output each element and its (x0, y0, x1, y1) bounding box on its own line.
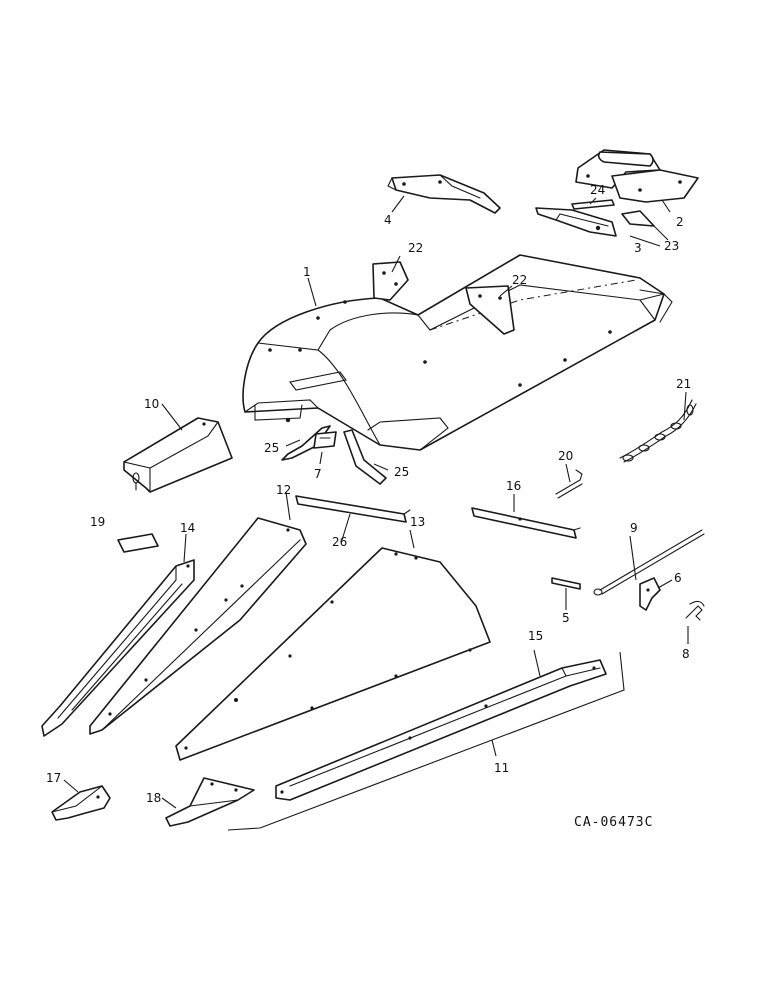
callout-24: 24 (590, 183, 605, 197)
part-7-plate (313, 431, 337, 449)
part-16-bar (471, 507, 581, 539)
part-15-long-channel (275, 659, 607, 801)
part-4-bracket (387, 174, 501, 214)
part-22-gusset-right (465, 285, 515, 335)
part-25-leg-right (343, 429, 387, 485)
callout-13: 13 (410, 515, 425, 529)
callout-5: 5 (562, 611, 570, 625)
part-22-gusset-left (372, 261, 409, 301)
part-13-panel (175, 547, 491, 761)
callout-2: 2 (676, 215, 684, 229)
part-26-bar (295, 495, 411, 523)
part-9-rod (593, 529, 705, 596)
callout-9: 9 (630, 521, 638, 535)
callout-12: 12 (276, 483, 291, 497)
part-6-small-bracket (639, 577, 661, 611)
part-10-support-bracket (123, 417, 233, 493)
callout-25-right: 25 (394, 465, 409, 479)
part-20-hook (555, 469, 583, 499)
part-23-clip (621, 210, 655, 227)
part-19-pad (117, 533, 159, 553)
part-14-channel (41, 559, 195, 737)
part-5-pin (551, 577, 581, 590)
leader-lines (63, 195, 689, 809)
callout-17: 17 (46, 771, 61, 785)
callout-11: 11 (494, 761, 509, 775)
callout-6: 6 (674, 571, 682, 585)
callout-labels: 1 2 3 4 5 6 7 8 9 10 11 12 13 14 15 16 1… (46, 183, 691, 805)
callout-3: 3 (634, 241, 642, 255)
callout-23: 23 (664, 239, 679, 253)
drawing-code: CA-06473C (574, 815, 653, 830)
callout-22-left: 22 (408, 241, 423, 255)
callout-26: 26 (332, 535, 347, 549)
callout-15: 15 (528, 629, 543, 643)
callout-20: 20 (558, 449, 573, 463)
callout-18: 18 (146, 791, 161, 805)
callout-21: 21 (676, 377, 691, 391)
part-1-hood (242, 254, 673, 451)
callout-19: 19 (90, 515, 105, 529)
callout-16: 16 (506, 479, 521, 493)
callout-22-right: 22 (512, 273, 527, 287)
part-12-shield (89, 517, 307, 735)
callout-7: 7 (314, 467, 322, 481)
part-18-skid (165, 777, 255, 827)
callout-4: 4 (384, 213, 392, 227)
part-11-group-bracket (227, 651, 625, 831)
part-24-strip (571, 199, 615, 210)
part-3-angle-bracket (535, 207, 617, 237)
callout-8: 8 (682, 647, 690, 661)
callout-10: 10 (144, 397, 159, 411)
callout-14: 14 (180, 521, 195, 535)
part-17-shoe (51, 785, 111, 821)
callout-25-left: 25 (264, 441, 279, 455)
part-8-spring-clip (685, 600, 705, 621)
part-2-hinge-plate (575, 149, 699, 203)
callout-1: 1 (303, 265, 311, 279)
